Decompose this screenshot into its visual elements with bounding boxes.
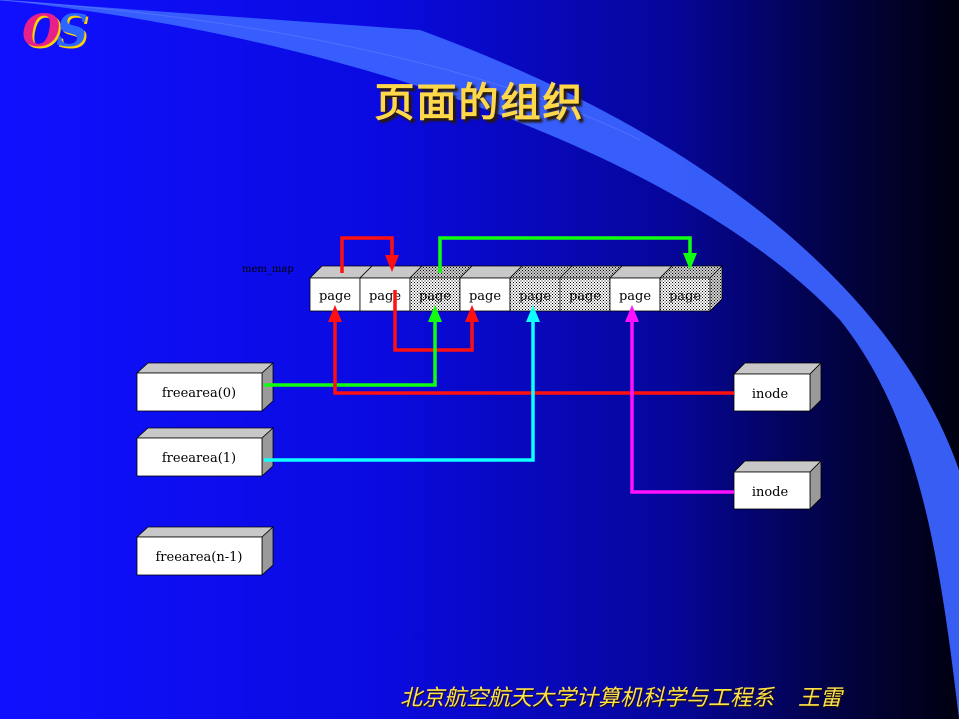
freearea-box: freearea(1): [135, 427, 275, 477]
page-cell: page: [559, 265, 623, 312]
mem-map-side-face: [709, 265, 723, 312]
green-arrowhead: [428, 305, 442, 322]
inode-label: inode: [752, 387, 789, 402]
green-link-freearea0-to-page3: [264, 322, 437, 387]
red-arrowhead: [465, 305, 479, 322]
page-cell: page: [359, 265, 423, 312]
footer: 北京航空航天大学计算机科学与工程系王雷: [400, 680, 842, 712]
freearea-label: freearea(1): [162, 451, 236, 466]
green-link-page3-to-page8: [438, 236, 692, 273]
page-label: page: [519, 289, 551, 304]
mem-map-pages: page page page page page page page page: [309, 265, 723, 312]
page-label: page: [619, 289, 651, 304]
red-arrowhead: [385, 255, 399, 272]
freearea-box: freearea(0): [135, 362, 275, 412]
page-label: page: [369, 289, 401, 304]
magenta-arrowhead: [625, 305, 639, 322]
os-logo: OS: [22, 6, 88, 57]
mem-map-label: mem_map: [242, 264, 294, 275]
red-arrowhead: [328, 305, 342, 322]
page-cell: page: [459, 265, 523, 312]
inode-box: inode: [733, 362, 822, 412]
freearea-label: freearea(0): [162, 386, 236, 401]
footer-author: 王雷: [798, 686, 843, 711]
slide-title: 页面的组织: [374, 80, 585, 126]
cyan-arrowhead: [526, 305, 540, 322]
page-label: page: [419, 289, 451, 304]
page-label: page: [669, 289, 701, 304]
inode-box: inode: [733, 460, 822, 510]
page-label: page: [319, 289, 351, 304]
red-link-page1-to-page2: [340, 236, 394, 273]
page-label: page: [469, 289, 501, 304]
green-arrowhead: [683, 253, 697, 270]
red-link-inode-to-page1: [333, 322, 734, 395]
logo-letter-s: S: [56, 6, 88, 57]
magenta-link-inode-to-page7: [630, 322, 734, 494]
footer-institution: 北京航空航天大学计算机科学与工程系: [400, 686, 775, 711]
inode-label: inode: [752, 485, 789, 500]
logo-letter-o: O: [22, 6, 60, 57]
cyan-link-freearea1-to-page5: [264, 322, 535, 462]
page-label: page: [569, 289, 601, 304]
freearea-box: freearea(n-1): [135, 526, 275, 576]
freearea-label: freearea(n-1): [155, 550, 242, 565]
